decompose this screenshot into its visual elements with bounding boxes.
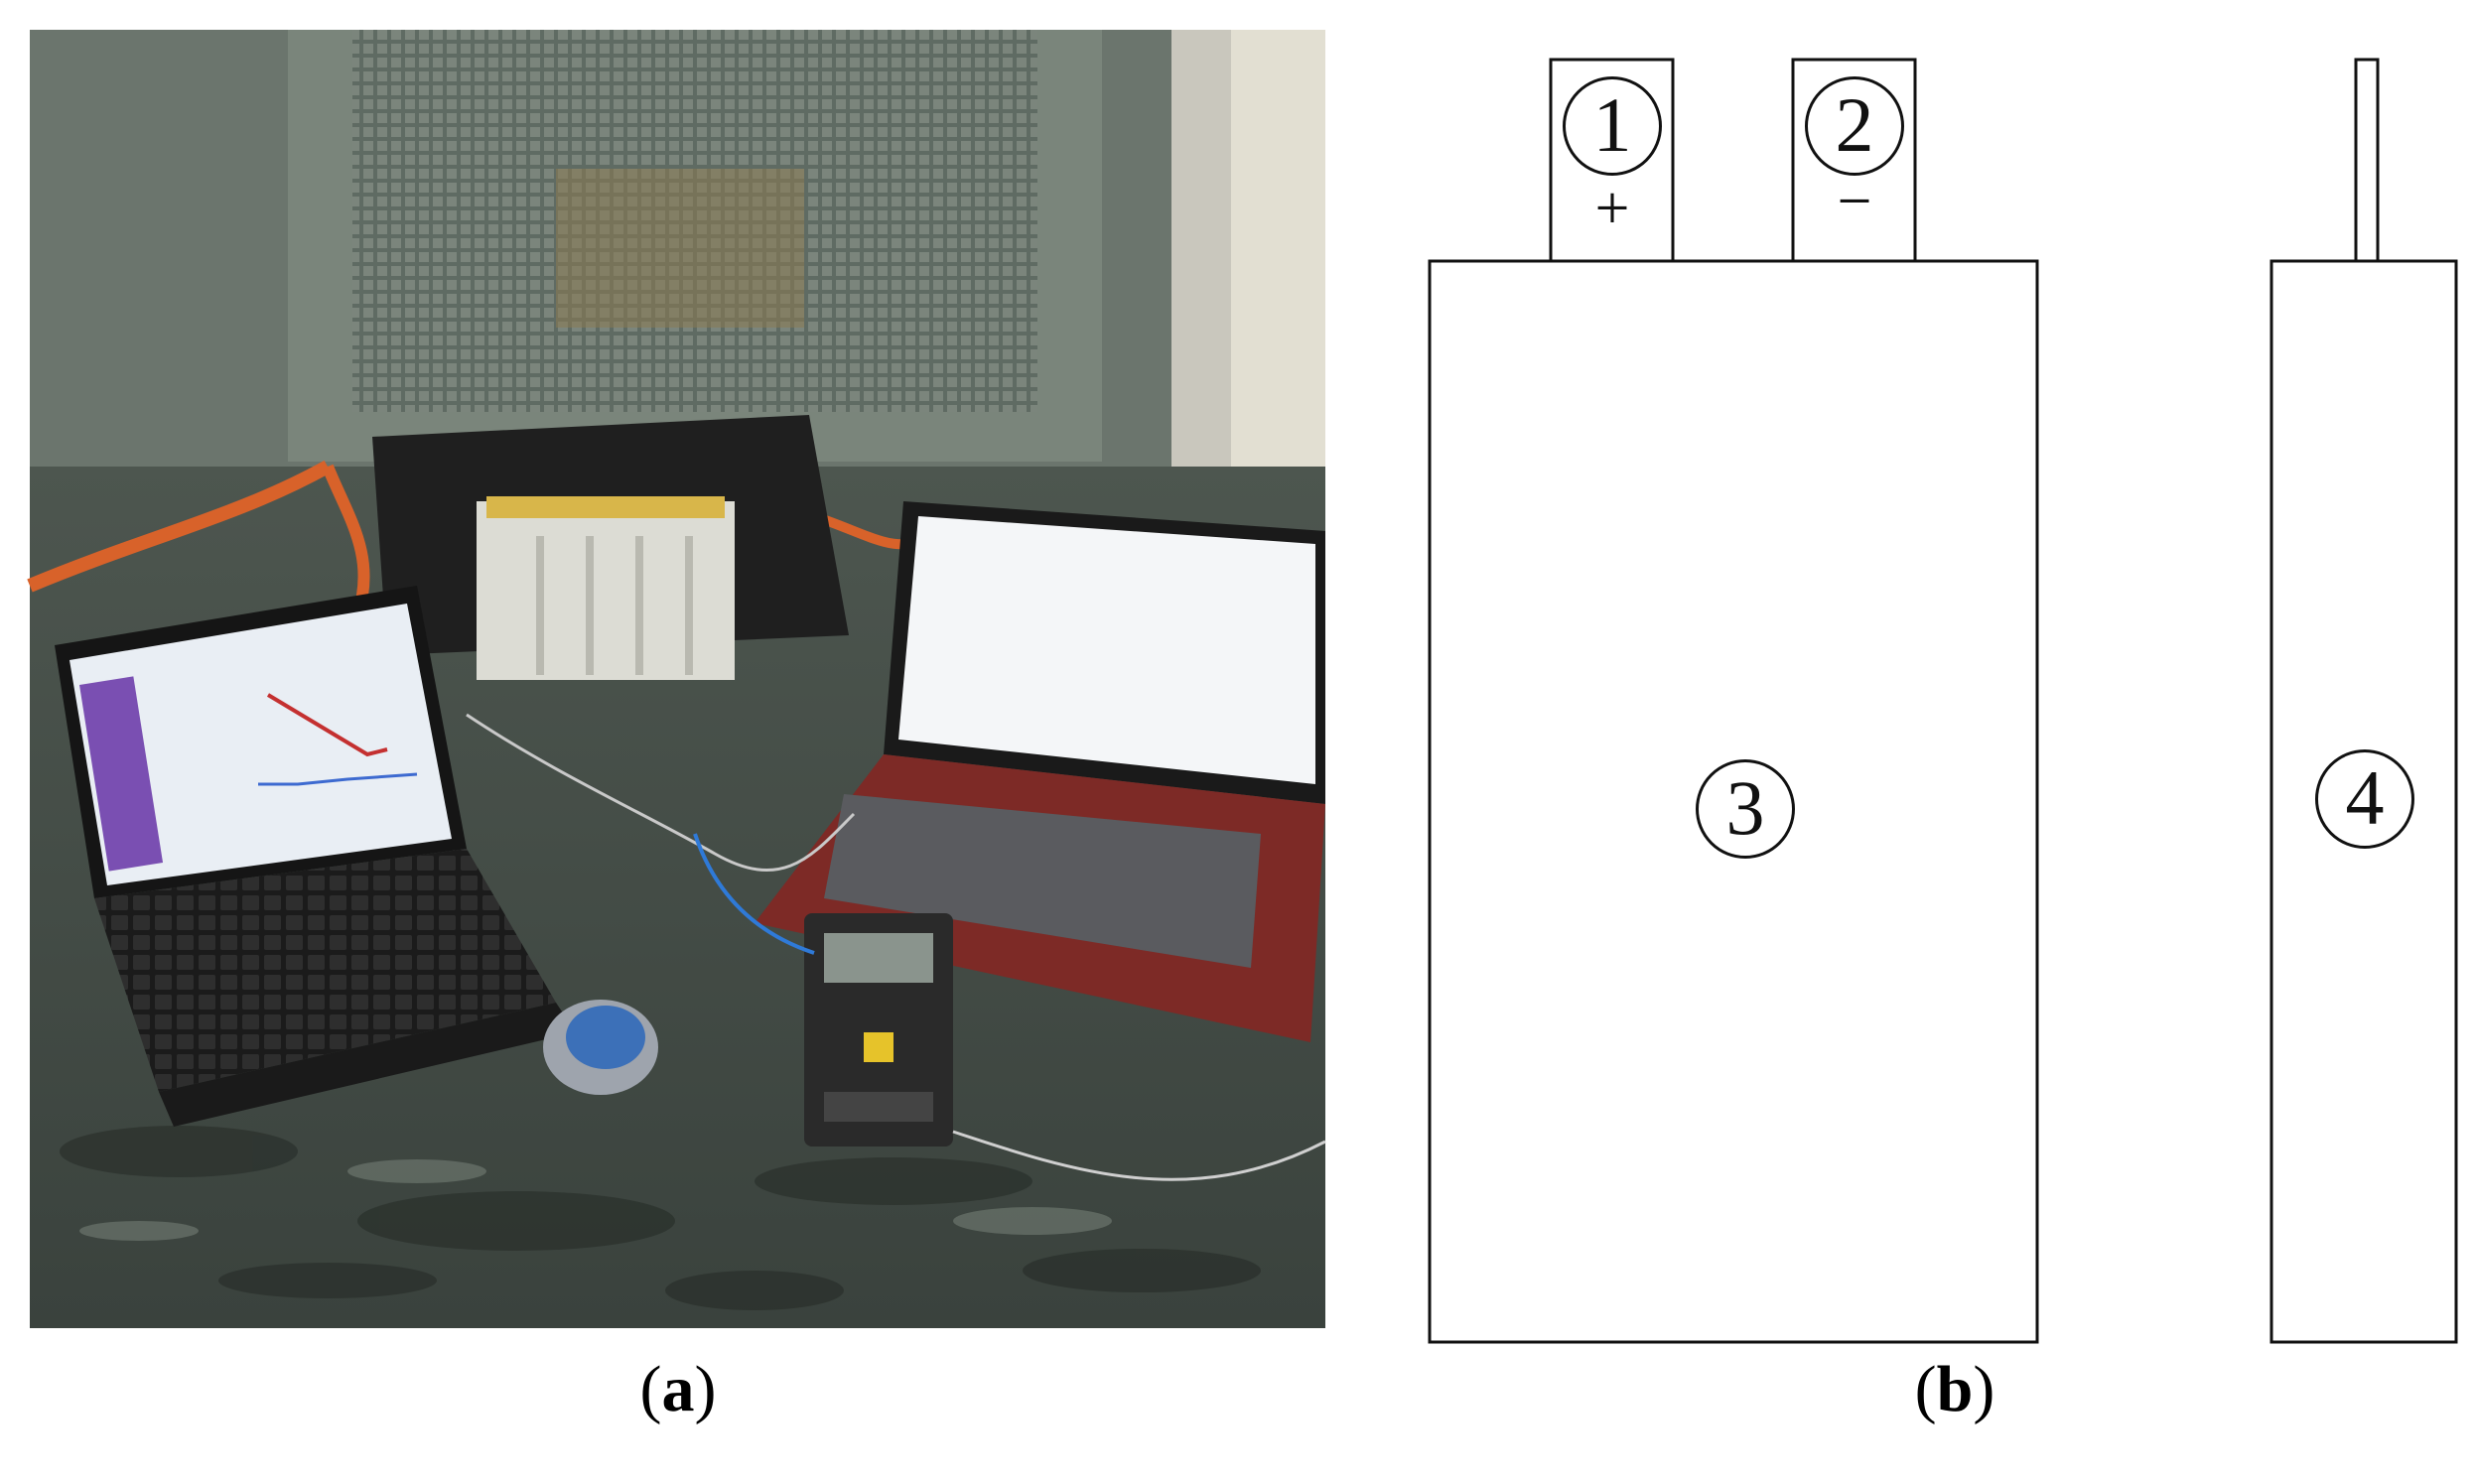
cell-schematic-side bbox=[2269, 58, 2458, 1344]
cell-body bbox=[1428, 259, 2039, 1344]
laptop-right bbox=[755, 501, 1325, 1042]
callout-3-cell-body: 3 bbox=[1696, 759, 1795, 859]
computer-mouse bbox=[543, 1000, 658, 1095]
caption-b-letter: b bbox=[1936, 1353, 1974, 1425]
callout-2-negative-tab: 2 bbox=[1805, 76, 1904, 176]
handheld-thermometer bbox=[804, 913, 953, 1147]
side-body bbox=[2269, 259, 2458, 1344]
positive-sign: + bbox=[1594, 175, 1630, 242]
negative-sign: − bbox=[1837, 168, 1872, 235]
caption-a-letter: a bbox=[661, 1353, 695, 1425]
callout-4-side-view: 4 bbox=[2315, 749, 2414, 849]
photo-panel-a bbox=[27, 30, 1326, 1328]
laptop-left bbox=[55, 586, 576, 1127]
battery-pack bbox=[372, 415, 849, 680]
thermal-chamber bbox=[288, 30, 1102, 462]
caption-panel-b: (b) bbox=[1914, 1353, 1995, 1425]
side-tab bbox=[2354, 58, 2380, 263]
callout-1-positive-tab: 1 bbox=[1563, 76, 1662, 176]
caption-panel-a: (a) bbox=[639, 1353, 717, 1425]
cell-schematic-front bbox=[1428, 58, 2039, 1344]
